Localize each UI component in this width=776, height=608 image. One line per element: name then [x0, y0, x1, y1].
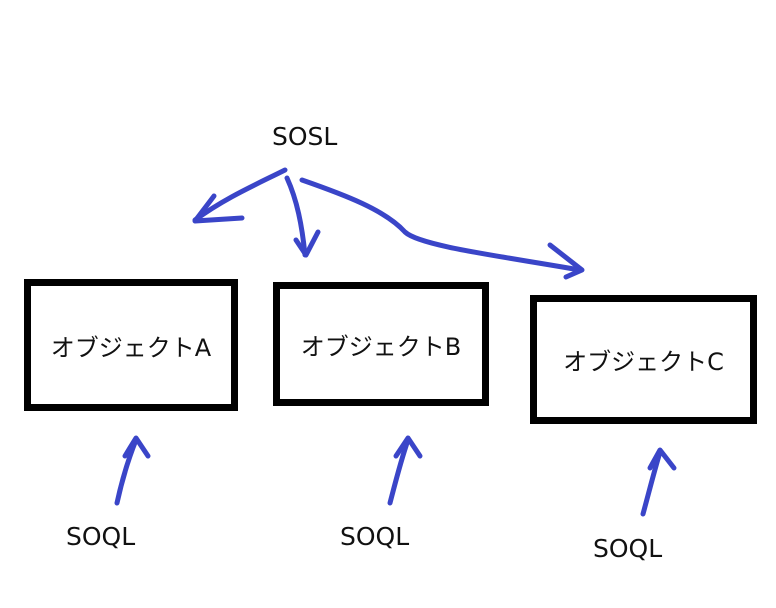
arrow-soql-to-b	[387, 437, 411, 506]
object-a-label: オブジェクトA	[50, 333, 212, 362]
object-b-box: オブジェクトB	[273, 282, 489, 406]
arrowhead-soql-to-b	[393, 435, 423, 459]
soql-label-c: SOQL	[593, 534, 663, 563]
arrow-sosl-to-a	[192, 167, 288, 223]
arrowhead-sosl-to-b	[293, 229, 321, 258]
object-c-label: オブジェクトC	[563, 348, 724, 376]
arrow-sosl-to-c	[299, 177, 583, 273]
arrowhead-sosl-to-a	[192, 193, 245, 224]
soql-label-a: SOQL	[66, 522, 136, 551]
arrow-sosl-to-b	[284, 175, 308, 258]
arrowhead-soql-to-c	[647, 447, 677, 471]
soql-label-b: SOQL	[340, 522, 410, 551]
object-a-box: オブジェクトA	[24, 279, 238, 411]
arrowhead-soql-to-a	[122, 435, 151, 459]
arrowhead-sosl-to-c	[547, 242, 585, 280]
object-c-box: オブジェクトC	[530, 295, 757, 424]
object-b-label: オブジェクトB	[300, 332, 462, 361]
sosl-label: SOSL	[272, 122, 338, 151]
